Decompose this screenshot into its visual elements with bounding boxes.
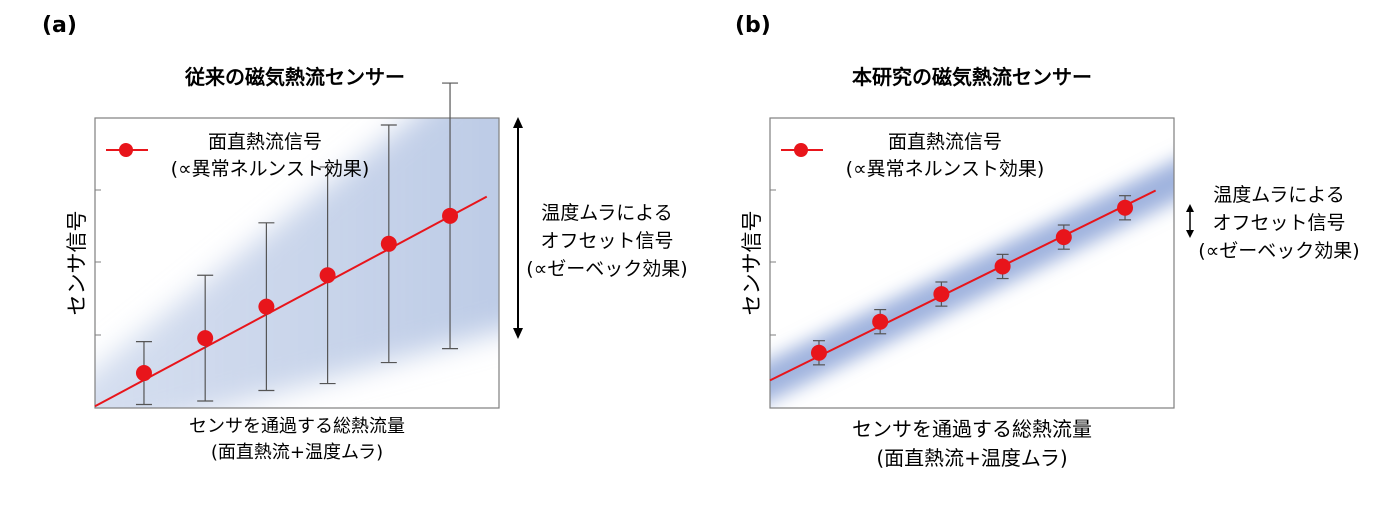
series-marks-b (769, 189, 1157, 382)
fit-line-a (94, 195, 488, 408)
x-axis-label-a-line1: センサを通過する総熱流量 (189, 416, 405, 437)
legend-label-b-line1: 面直熱流信号 (888, 131, 1002, 153)
legend-label-a-line2: (∝異常ネルンスト効果) (171, 158, 370, 180)
data-point-b (1117, 199, 1134, 216)
offset-arrow-b (1186, 204, 1194, 238)
legend-label-a-line1: 面直熱流信号 (208, 131, 322, 153)
data-point-b (994, 258, 1011, 275)
panel-label-b: (b) (735, 13, 771, 38)
band-a (95, 118, 499, 408)
plot-frame-a (94, 117, 500, 409)
y-axis-label-b: センサ信号 (740, 211, 764, 316)
annotation-a-line3: (∝ゼーベック効果) (526, 258, 687, 280)
data-point-a (258, 298, 275, 315)
annotation-b-line1: 温度ムラによる (1213, 184, 1344, 206)
annotation-b-line3: (∝ゼーベック効果) (1198, 240, 1359, 262)
x-axis-label-a-line2: (面直熱流+温度ムラ) (211, 442, 383, 463)
legend-marker-b (794, 143, 808, 157)
data-point-a (319, 267, 336, 284)
x-axis-label-b-line1: センサを通過する総熱流量 (852, 417, 1092, 441)
annotation-a-line1: 温度ムラによる (541, 202, 672, 224)
data-point-b (872, 313, 889, 330)
offset-arrow-a (513, 117, 523, 339)
data-point-b (933, 286, 950, 303)
legend-marker-a (119, 143, 133, 157)
fit-line-b (769, 189, 1157, 382)
data-point-b (810, 344, 827, 361)
chart-title-b: 本研究の磁気熱流センサー (852, 65, 1092, 89)
annotation-a-line2: オフセット信号 (540, 230, 673, 252)
data-point-b (1055, 229, 1072, 246)
data-point-a (380, 235, 397, 252)
series-marks-a (94, 82, 488, 408)
offset-band-a (95, 118, 499, 408)
plot-frame-b (769, 117, 1175, 409)
y-ticks-b (770, 189, 776, 336)
panel-label-a: (a) (42, 13, 77, 38)
annotation-b-line2: オフセット信号 (1212, 212, 1345, 234)
x-axis-label-b-line2: (面直熱流+温度ムラ) (876, 446, 1067, 470)
chart-title-a: 従来の磁気熱流センサー (184, 65, 405, 89)
y-axis-label-a: センサ信号 (65, 211, 89, 316)
legend-label-b-line2: (∝異常ネルンスト効果) (846, 158, 1045, 180)
y-ticks-a (95, 189, 101, 336)
data-point-a (135, 365, 152, 382)
data-point-a (442, 207, 459, 224)
data-point-a (197, 330, 214, 347)
